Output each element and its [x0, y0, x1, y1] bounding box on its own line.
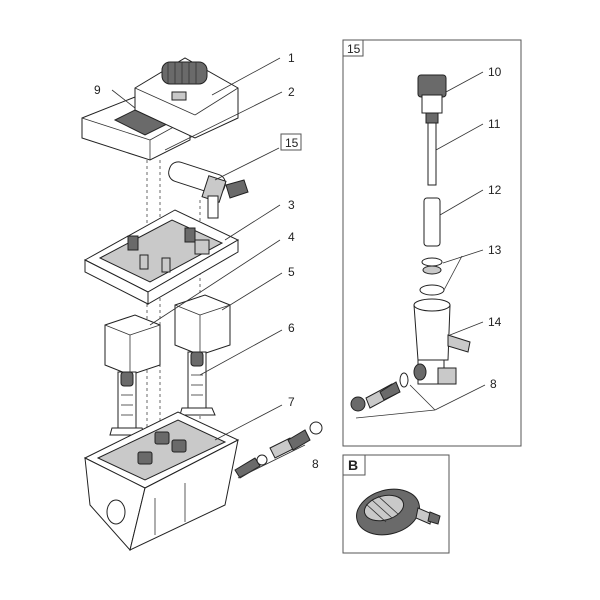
hose-fittings-detail-part-8	[350, 372, 409, 412]
callout-14: 14	[488, 315, 502, 329]
callout-10: 10	[488, 65, 502, 79]
detail-panel-15-label: 15	[347, 42, 361, 56]
pump-icon	[356, 488, 441, 536]
seal-rings-part-13	[419, 257, 445, 296]
callout-15-box: 15	[280, 133, 302, 151]
filter-holder-right-part-6	[179, 351, 216, 416]
callout-8-right: 8	[490, 377, 497, 391]
filter-tray-part-3	[83, 209, 240, 305]
callout-9: 9	[94, 83, 101, 97]
callout-12: 12	[488, 183, 502, 197]
detail-panel-b: B	[342, 454, 450, 554]
uv-unit-part-15	[168, 161, 249, 219]
foam-block-part-5	[174, 294, 231, 356]
leader-lines-left	[111, 57, 306, 479]
callout-1: 1	[288, 51, 295, 65]
lid-right-part-1	[134, 57, 239, 139]
hose-fittings-part-8	[234, 421, 323, 479]
callout-2: 2	[288, 85, 295, 99]
callout-11: 11	[488, 117, 501, 131]
detail-panel-b-label: B	[348, 457, 358, 473]
callout-8-left: 8	[312, 457, 319, 471]
foam-block-part-4	[104, 314, 161, 376]
callout-3: 3	[288, 198, 295, 212]
callout-13: 13	[488, 243, 502, 257]
lid-ribs	[167, 62, 197, 84]
leader-lines-detail	[355, 71, 486, 419]
callout-15: 15	[285, 136, 299, 150]
uv-rod-part-11	[427, 122, 437, 186]
uv-head-part-10	[417, 74, 447, 124]
filter-housing-part-7	[83, 411, 240, 552]
callout-4: 4	[288, 230, 295, 244]
uv-housing-part-14	[413, 298, 471, 385]
quartz-tube-part-12	[423, 197, 441, 247]
callout-6: 6	[288, 321, 295, 335]
callout-5: 5	[288, 265, 295, 279]
filter-holder-left-part-6	[109, 371, 146, 436]
callout-7: 7	[288, 395, 295, 409]
detail-panel-15: 15	[342, 39, 522, 447]
